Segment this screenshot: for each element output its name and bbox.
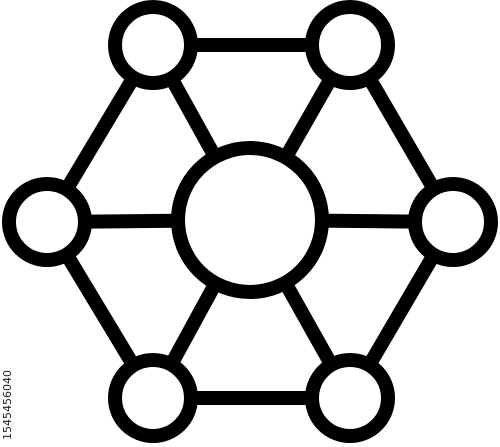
node-left (2, 177, 92, 267)
center-node (171, 141, 329, 299)
node-top-left (108, 0, 198, 90)
node-bottom-right (305, 353, 395, 443)
node-right (408, 177, 498, 267)
stock-id-watermark: 1545456040 (2, 330, 16, 440)
node-bottom-left (108, 353, 198, 443)
stock-id-text: 1545456040 (2, 370, 14, 440)
node-top-right (305, 0, 395, 90)
